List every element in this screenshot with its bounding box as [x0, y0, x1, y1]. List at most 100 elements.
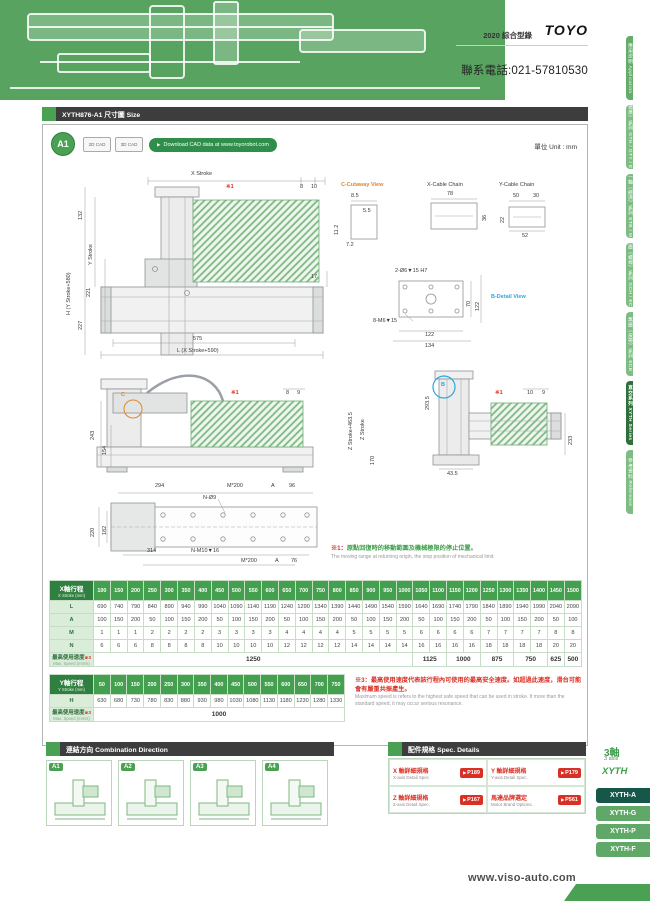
spec-label-en: X-axis Detail Spec.	[393, 774, 431, 780]
arrow-icon: ▶	[561, 797, 565, 802]
dim-label: 154	[102, 445, 108, 455]
series-name: XYTH	[602, 766, 628, 777]
dim-label: 8-M6▼15	[373, 318, 398, 324]
dim-label: 243	[90, 430, 96, 440]
combination-option-a4[interactable]: A4	[262, 760, 328, 826]
footer-corner-decoration	[564, 884, 650, 901]
dim-label: 314	[147, 548, 157, 554]
dim-label: 8	[286, 390, 290, 396]
combination-badge: A2	[121, 763, 135, 771]
page-link-p189[interactable]: ▶P189	[460, 767, 483, 778]
sidebar-tab[interactable]: 直交系列 XYTH Series	[626, 381, 633, 445]
dim-label: 10	[311, 184, 318, 190]
download-icon: ▶	[157, 142, 161, 147]
combination-title: 連結方向 Combination Direction	[66, 747, 168, 754]
arrow-icon: ▶	[463, 797, 467, 802]
series-tab-xyth-f[interactable]: XYTH-F	[596, 842, 650, 857]
spec-label-cn: 馬達品牌選定	[491, 795, 528, 802]
dim-label: ※1	[226, 184, 234, 190]
spec-label-cn: Y 軸詳細規格	[491, 768, 527, 775]
hero-illustration	[0, 0, 505, 100]
sidebar-tab[interactable]: 一軸（經濟）系列 ETB / M	[626, 174, 633, 238]
dim-label: 132	[78, 210, 84, 220]
sidebar-tab[interactable]: 參考資料 Reference	[626, 450, 633, 514]
series-tab-xyth-g[interactable]: XYTH-G	[596, 806, 650, 821]
dim-label: 52	[522, 233, 529, 239]
sidebar-tab[interactable]: 應用説明 Application	[626, 36, 633, 100]
dim-label: Z Stroke+463.5	[348, 412, 354, 450]
dim-label: N-M10▼16	[191, 548, 220, 554]
spec-label-en: Motor Brand Options.	[491, 801, 533, 807]
dim-label: 9	[542, 390, 546, 396]
download-cad-button[interactable]: ▶ Download CAD data at www.toyorobot.com	[149, 138, 277, 152]
dim-label: M*200	[241, 558, 257, 564]
gantry-line-art	[0, 0, 505, 100]
sidebar-tab[interactable]: 無塵（螺桿）系列 GCH / ECH	[626, 243, 633, 307]
note-3-text-en: Maximum speed is refers to the highest s…	[355, 694, 565, 708]
dim-label: H (Y Stroke+580)	[66, 272, 72, 315]
dim-label: 233	[568, 435, 574, 445]
dim-label: A	[275, 558, 279, 564]
combination-title-bar: 連結方向 Combination Direction	[46, 742, 334, 756]
dim-label: 122	[475, 301, 481, 311]
series-tab-xyth-p[interactable]: XYTH-P	[596, 824, 650, 839]
dim-label: C-Cutaway View	[341, 182, 384, 188]
sidebar-tab[interactable]: 一軸（標準）系列 GTH / GTY / ETH / Y	[626, 105, 633, 169]
sidebar-tab[interactable]: 無塵（皮帶）系列 ECB	[626, 312, 633, 376]
page-link-p561[interactable]: ▶P561	[558, 794, 581, 805]
cutaway-marker-circle	[123, 399, 143, 419]
dim-label: 10	[527, 390, 534, 396]
combination-option-a2[interactable]: A2	[118, 760, 184, 826]
footer-url: www.viso-auto.com	[468, 872, 576, 884]
dim-label: 122	[425, 332, 435, 338]
note-3: ※3：最高使用速度代表該行程內可使用的最高安全速度。如超過此速度，滑台可能會有嚴…	[355, 677, 583, 708]
combination-option-a3[interactable]: A3	[190, 760, 256, 826]
specs-title-bar: 配件規格 Spec. Details	[388, 742, 586, 756]
brand-divider	[456, 45, 588, 46]
axis-count-en: 3 axis	[604, 756, 619, 762]
dim-label: 17	[311, 274, 318, 280]
dim-label: N-Ø9	[203, 495, 217, 501]
dim-label: 36	[482, 214, 488, 221]
dim-label: B	[441, 382, 445, 388]
title-accent-square	[42, 107, 56, 121]
dim-label: 8.5	[351, 193, 359, 199]
dim-label: Y-Cable Chain	[499, 182, 535, 188]
note-1-mark: ※1：	[331, 545, 347, 552]
cad-3d-button[interactable]: 3D CAD	[115, 137, 143, 152]
specs-title: 配件規格 Spec. Details	[408, 747, 480, 754]
combination-badge: A4	[265, 763, 279, 771]
spec-label-en: Y-axis Detail Spec.	[491, 774, 528, 780]
combination-option-a1[interactable]: A1	[46, 760, 112, 826]
dim-label: 182	[102, 525, 108, 535]
dim-label: M*200	[227, 483, 243, 489]
cad-2d-button[interactable]: 2D CAD	[83, 137, 111, 152]
dim-label: 50	[513, 193, 520, 199]
dim-label: 5.5	[363, 208, 371, 214]
dim-label: C	[121, 392, 125, 398]
dim-label: 11.2	[334, 224, 340, 235]
page-link-p179[interactable]: ▶P179	[558, 767, 581, 778]
detail-marker-circle	[432, 375, 456, 399]
dim-label: 2-Ø6▼15 H7	[395, 268, 428, 274]
series-tab-xyth-a[interactable]: XYTH-A	[596, 788, 650, 803]
spec-label-en: Z-axis Detail Spec.	[393, 801, 430, 807]
combination-thumbnail	[194, 773, 254, 830]
unit-label: 單位 Unit : mm	[534, 144, 577, 151]
catalog-sidebar: 應用説明 Application 一軸（標準）系列 GTH / GTY / ETH…	[626, 36, 650, 519]
series-tab-list: XYTH-A XYTH-G XYTH-P XYTH-F	[596, 788, 650, 860]
spec-label-cn: X 軸詳細規格	[393, 768, 429, 775]
dim-label: 8	[300, 184, 304, 190]
dim-label: 22	[500, 216, 506, 223]
dim-label: 43.5	[447, 471, 458, 477]
contact-phone: 聯系電話:021-57810530	[461, 65, 588, 77]
axis-count-cn: 3軸	[604, 748, 620, 759]
page-link-p167[interactable]: ▶P167	[460, 794, 483, 805]
specs-accent-square	[388, 742, 402, 756]
dimension-panel: A1 2D CAD 3D CAD ▶ Download CAD data at …	[42, 124, 588, 746]
